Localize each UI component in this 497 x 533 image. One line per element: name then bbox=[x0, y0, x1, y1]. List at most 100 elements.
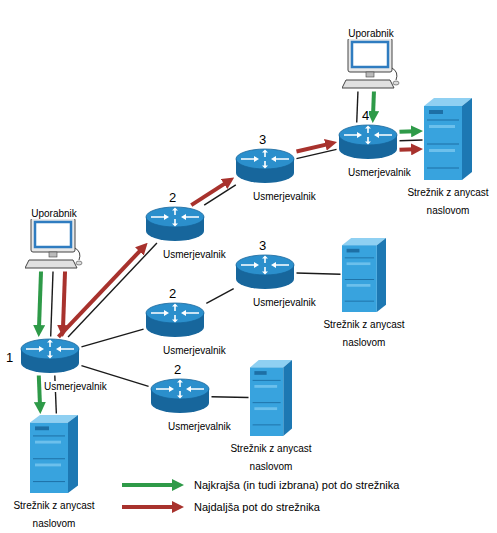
label-holder: 2 bbox=[169, 188, 176, 206]
router-icon bbox=[338, 124, 398, 160]
router-node: 2Usmerjevalnik bbox=[150, 378, 210, 414]
label-holder: Usmerjevalnik bbox=[163, 244, 226, 262]
network-link bbox=[212, 396, 249, 398]
label-holder: Usmerjevalnik bbox=[253, 186, 316, 204]
device-label: Strežnik z anycast naslovom bbox=[13, 500, 94, 529]
router-icon bbox=[20, 338, 80, 374]
callout-number: 4 bbox=[362, 108, 369, 123]
callout-number: 1 bbox=[6, 350, 13, 365]
device-label: Usmerjevalnik bbox=[44, 381, 107, 392]
shortest-path-arrow bbox=[399, 129, 415, 134]
user-computer: Uporabnik bbox=[342, 38, 400, 90]
legend-arrow-line bbox=[122, 505, 174, 509]
label-holder: Usmerjevalnik bbox=[44, 376, 107, 394]
device-label: Strežnik z anycast naslovom bbox=[407, 187, 488, 216]
callout-number: 2 bbox=[169, 286, 176, 301]
label-holder: Usmerjevalnik bbox=[253, 292, 316, 310]
label-holder: Usmerjevalnik bbox=[168, 416, 231, 434]
label-holder: 1 bbox=[6, 348, 13, 366]
legend-arrow-head bbox=[172, 479, 184, 491]
label-holder: Strežnik z anycast naslovom bbox=[228, 438, 314, 475]
router-node: 2Usmerjevalnik bbox=[145, 206, 205, 242]
user-computer: Uporabnik bbox=[25, 218, 83, 270]
shortest-path-arrow bbox=[371, 91, 376, 115]
callout-number: 3 bbox=[259, 238, 266, 253]
router-icon bbox=[146, 303, 204, 337]
network-link bbox=[51, 271, 53, 336]
device-label: Uporabnik bbox=[348, 28, 394, 39]
network-link bbox=[68, 243, 157, 337]
server-icon bbox=[342, 238, 386, 312]
router-icon bbox=[235, 148, 295, 184]
legend-arrow-line bbox=[122, 483, 174, 487]
network-link bbox=[357, 91, 358, 122]
device-label: Strežnik z anycast naslovom bbox=[323, 319, 404, 348]
label-holder: 3 bbox=[259, 236, 266, 254]
label-holder: Strežnik z anycast naslovom bbox=[405, 182, 491, 219]
label-holder: 2 bbox=[174, 360, 181, 378]
server-icon bbox=[250, 360, 292, 436]
router-icon bbox=[146, 207, 204, 241]
server-icon bbox=[342, 238, 386, 312]
computer-icon bbox=[342, 38, 399, 88]
router-node: 2Usmerjevalnik bbox=[145, 302, 205, 338]
server-icon bbox=[424, 98, 472, 180]
anycast-server: Strežnik z anycast naslovom bbox=[30, 415, 78, 493]
label-holder: 2 bbox=[169, 284, 176, 302]
network-link bbox=[399, 139, 422, 141]
router-icon bbox=[21, 339, 79, 373]
router-icon bbox=[151, 379, 209, 413]
computer-icon bbox=[25, 218, 83, 270]
router-icon bbox=[145, 206, 205, 242]
anycast-server: Strežnik z anycast naslovom bbox=[250, 360, 292, 436]
anycast-server: Strežnik z anycast naslovom bbox=[342, 238, 386, 312]
legend-text: Najdaljša pot do strežnika bbox=[194, 501, 320, 513]
router-node: 1Usmerjevalnik bbox=[20, 338, 80, 374]
device-label: Uporabnik bbox=[31, 208, 77, 219]
computer-icon bbox=[25, 218, 82, 268]
router-node: 4Usmerjevalnik bbox=[338, 124, 398, 160]
shortest-path-arrow bbox=[39, 375, 40, 406]
callout-number: 2 bbox=[174, 362, 181, 377]
callout-number: 2 bbox=[169, 190, 176, 205]
callout-number: 3 bbox=[259, 132, 266, 147]
router-node: 3Usmerjevalnik bbox=[235, 254, 295, 290]
legend-arrow bbox=[120, 500, 186, 514]
label-holder: Strežnik z anycast naslovom bbox=[321, 314, 407, 351]
computer-icon bbox=[342, 38, 400, 90]
longest-path-arrow bbox=[191, 182, 227, 205]
network-link bbox=[296, 273, 340, 274]
device-label: Usmerjevalnik bbox=[163, 345, 226, 356]
router-icon bbox=[236, 255, 294, 289]
legend-entry: Najkrajša (in tudi izbrana) pot do strež… bbox=[120, 478, 399, 492]
device-label: Usmerjevalnik bbox=[163, 249, 226, 260]
router-icon bbox=[150, 378, 210, 414]
longest-path-arrow bbox=[296, 144, 329, 152]
label-holder: Usmerjevalnik bbox=[163, 340, 226, 358]
legend-entry: Najdaljša pot do strežnika bbox=[120, 500, 320, 514]
device-label: Usmerjevalnik bbox=[253, 191, 316, 202]
router-icon bbox=[145, 302, 205, 338]
longest-path-arrow bbox=[63, 271, 65, 329]
router-node: 3Usmerjevalnik bbox=[235, 148, 295, 184]
label-holder: 3 bbox=[259, 130, 266, 148]
label-holder: Usmerjevalnik bbox=[348, 162, 411, 180]
network-link bbox=[206, 289, 233, 304]
legend-arrow-head bbox=[172, 501, 184, 513]
longest-path-arrow bbox=[399, 147, 415, 152]
legend-text: Najkrajša (in tudi izbrana) pot do strež… bbox=[194, 479, 399, 491]
shortest-path-arrow bbox=[39, 271, 41, 329]
server-icon bbox=[424, 98, 472, 180]
label-holder: Strežnik z anycast naslovom bbox=[11, 495, 97, 532]
server-icon bbox=[250, 360, 292, 436]
network-link bbox=[81, 329, 143, 347]
router-icon bbox=[235, 254, 295, 290]
device-label: Usmerjevalnik bbox=[348, 167, 411, 178]
label-holder: Uporabnik bbox=[332, 23, 410, 41]
label-holder: 4 bbox=[362, 106, 369, 124]
device-label: Usmerjevalnik bbox=[168, 421, 231, 432]
server-icon bbox=[30, 415, 78, 493]
router-icon bbox=[236, 149, 294, 183]
router-icon bbox=[339, 125, 397, 159]
